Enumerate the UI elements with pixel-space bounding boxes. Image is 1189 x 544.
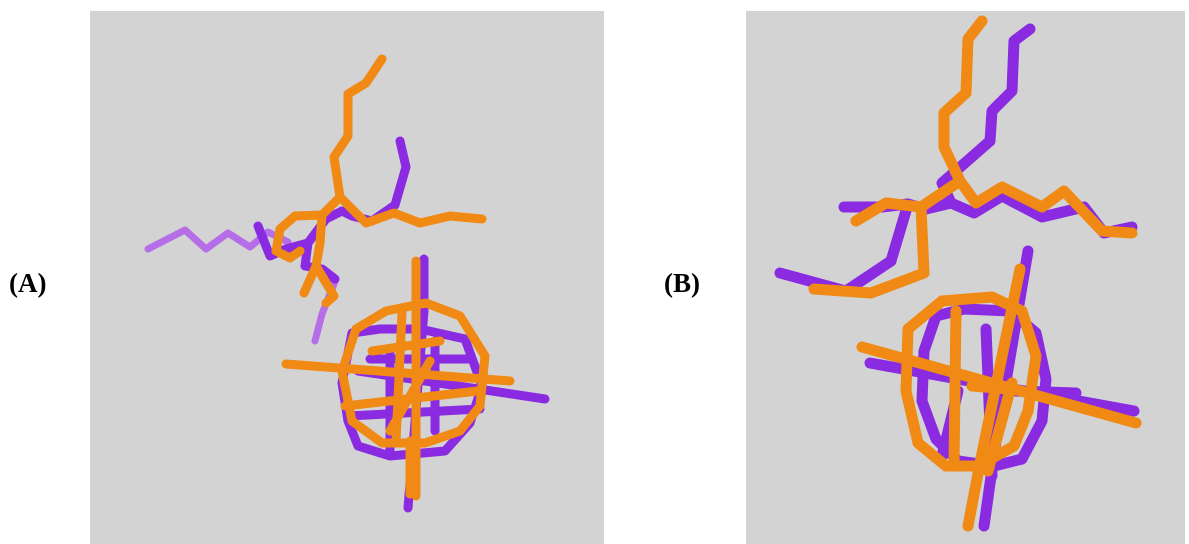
cage-purple xyxy=(337,254,550,513)
structure-overlay-view-b xyxy=(746,11,1185,544)
chain-orange-branch xyxy=(954,175,1138,239)
chain-orange xyxy=(808,15,988,299)
cage-orange xyxy=(856,263,1142,532)
chain-orange-branch-2 xyxy=(271,210,327,263)
panel-b-label: (B) xyxy=(664,268,700,298)
chain-orange-branch xyxy=(335,192,487,228)
chain-orange-branch-2 xyxy=(850,197,927,227)
panel-a-label: (A) xyxy=(9,268,47,298)
cage-orange xyxy=(281,256,515,501)
chain-purple xyxy=(774,23,1036,297)
chain-orange-main xyxy=(299,54,387,298)
chain-orange-link xyxy=(311,261,339,308)
structure-overlay-view-a xyxy=(90,11,604,544)
molecule-overlay-b xyxy=(774,15,1142,532)
molecule-overlay-a xyxy=(144,54,550,513)
chain-purple-light xyxy=(144,226,292,253)
